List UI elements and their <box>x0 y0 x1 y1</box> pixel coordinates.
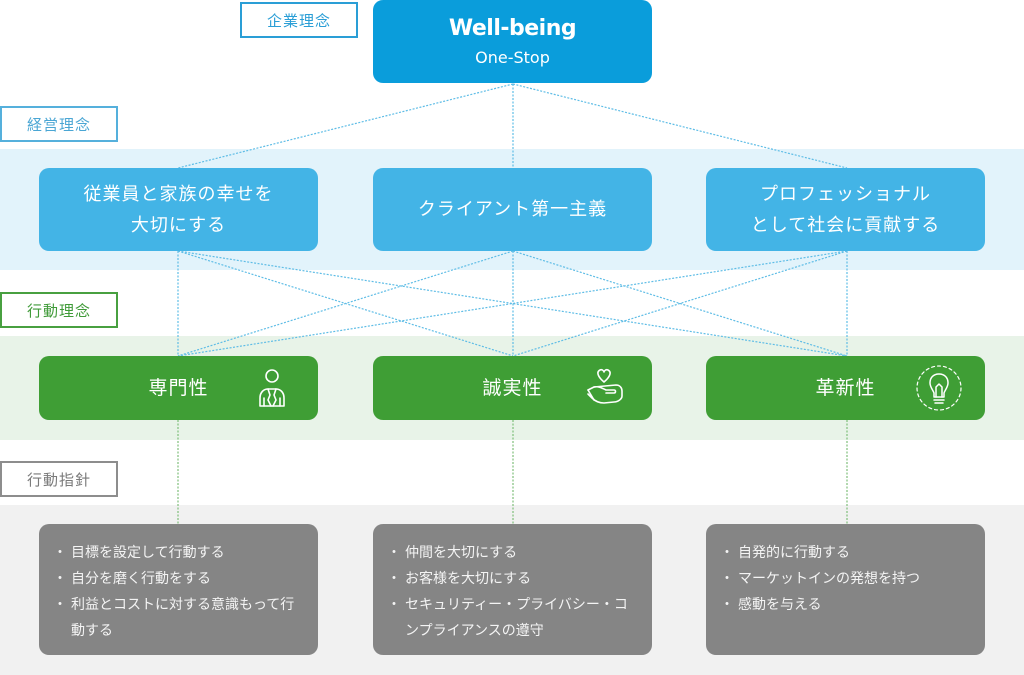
management-philosophy-line: クライアント第一主義 <box>417 199 608 220</box>
corporate-philosophy-title: Well-being <box>448 15 577 41</box>
management-philosophy-line: 大切にする <box>130 214 227 236</box>
management-philosophy-box: プロフェッショナル として社会に貢献する <box>706 168 985 251</box>
action-guideline-box: 目標を設定して行動する 自分を磨く行動をする 利益とコストに対する意識もって行動… <box>39 524 318 655</box>
action-philosophy-label: 革新性 <box>815 377 876 399</box>
guideline-item: 自発的に行動する <box>720 540 920 566</box>
management-philosophy-box: 従業員と家族の幸せを 大切にする <box>39 168 318 251</box>
management-philosophy-line: として社会に貢献する <box>750 214 941 236</box>
guideline-item: マーケットインの発想を持つ <box>720 566 920 592</box>
level-label-action: 行動理念 <box>0 292 118 328</box>
level-label-guideline: 行動指針 <box>0 461 118 497</box>
corporate-philosophy-subtitle: One-Stop <box>475 47 550 67</box>
guideline-list: 目標を設定して行動する 自分を磨く行動をする 利益とコストに対する意識もって行動… <box>53 540 300 644</box>
heart-in-hand-icon <box>587 368 623 404</box>
guideline-item: 自分を磨く行動をする <box>53 566 300 592</box>
guideline-list: 仲間を大切にする お客様を大切にする セキュリティー・プライバシー・コンプライア… <box>387 540 634 644</box>
action-guideline-box: 仲間を大切にする お客様を大切にする セキュリティー・プライバシー・コンプライア… <box>373 524 652 655</box>
guideline-item: 目標を設定して行動する <box>53 540 300 566</box>
management-philosophy-line: 従業員と家族の幸せを <box>83 183 274 205</box>
action-philosophy-label: 専門性 <box>148 377 209 399</box>
corporate-philosophy-box: Well-being One-Stop <box>373 0 652 83</box>
businessperson-icon <box>259 369 285 407</box>
level-label-corporate: 企業理念 <box>240 2 358 38</box>
lightbulb-icon <box>916 365 962 411</box>
level-label-management: 経営理念 <box>0 106 118 142</box>
guideline-list: 自発的に行動する マーケットインの発想を持つ 感動を与える <box>720 540 920 618</box>
guideline-item: セキュリティー・プライバシー・コンプライアンスの遵守 <box>387 592 634 644</box>
guideline-item: 利益とコストに対する意識もって行動する <box>53 592 300 644</box>
action-philosophy-box: 専門性 <box>39 356 318 420</box>
management-philosophy-line: プロフェッショナル <box>760 183 931 205</box>
management-philosophy-box: クライアント第一主義 <box>373 168 652 251</box>
guideline-item: お客様を大切にする <box>387 566 634 592</box>
action-philosophy-box: 革新性 <box>706 356 985 420</box>
guideline-item: 仲間を大切にする <box>387 540 634 566</box>
action-guideline-box: 自発的に行動する マーケットインの発想を持つ 感動を与える <box>706 524 985 655</box>
guideline-item: 感動を与える <box>720 592 920 618</box>
action-philosophy-label: 誠実性 <box>482 377 543 399</box>
action-philosophy-box: 誠実性 <box>373 356 652 420</box>
